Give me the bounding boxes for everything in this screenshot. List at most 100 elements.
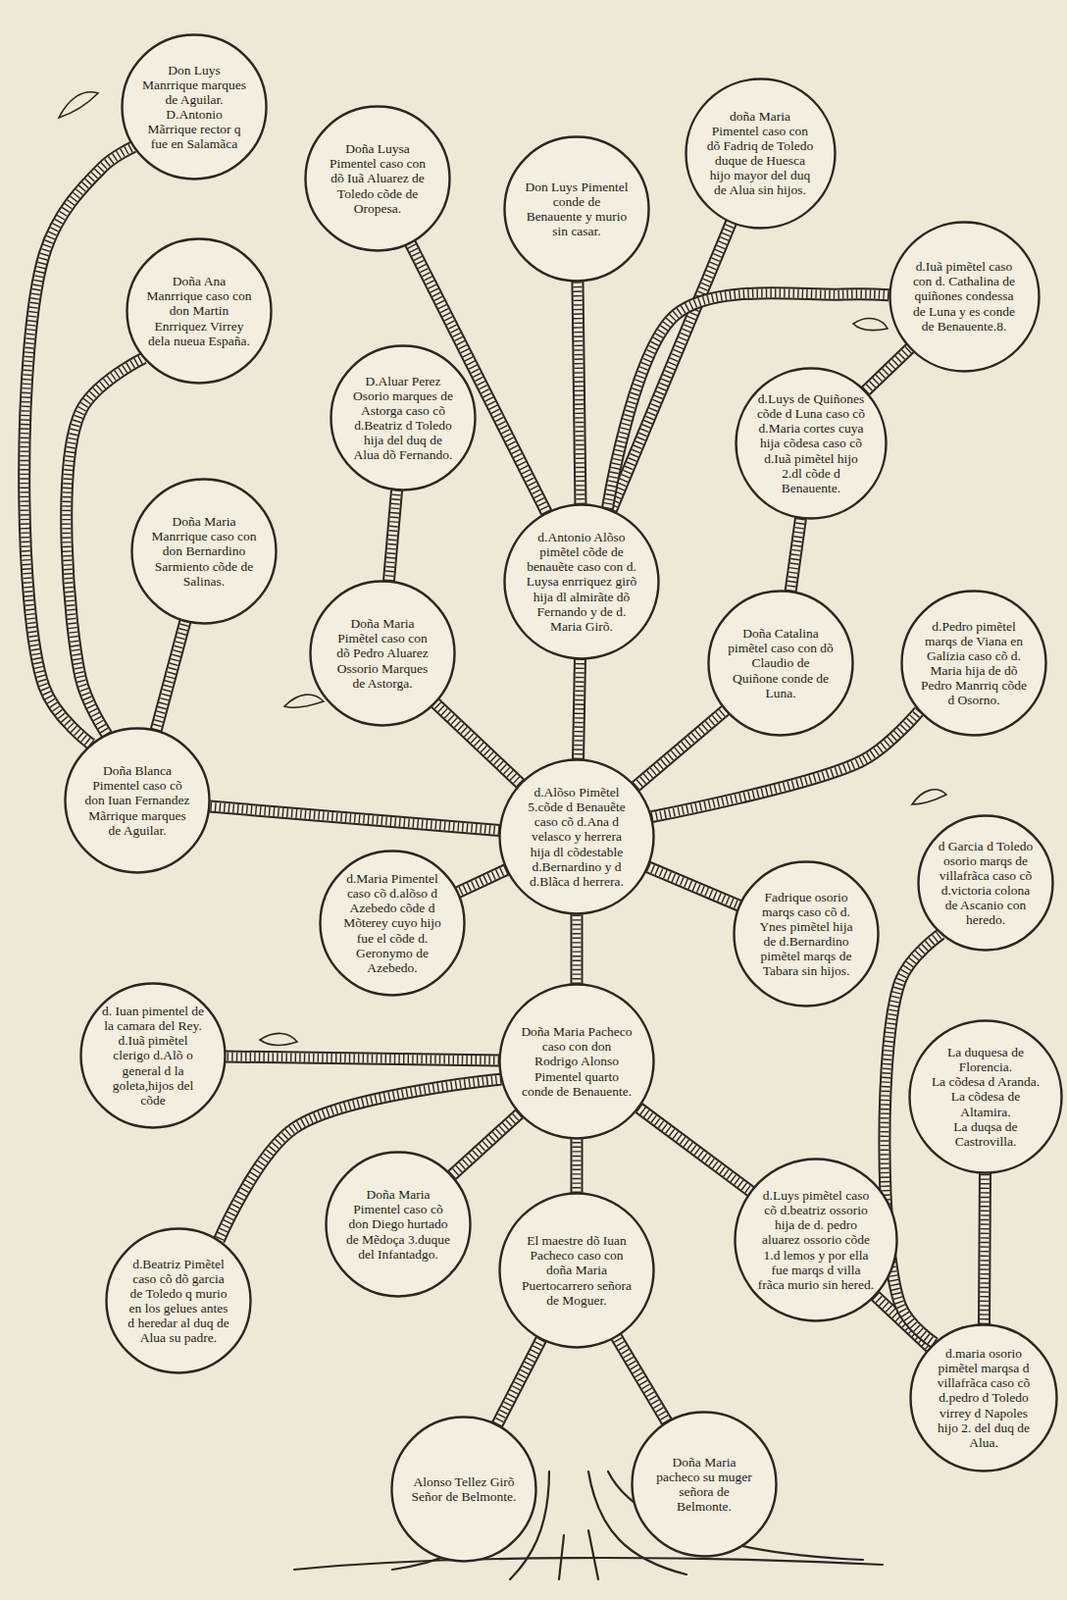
text-holder: Doña Maria Pimentel caso cõ don Diego hu… (345, 1150, 452, 1298)
branch-hatching (572, 914, 582, 984)
circle-outline (500, 1193, 655, 1348)
circle-outline (734, 862, 879, 1007)
branch-hatching (452, 1113, 520, 1175)
text-holder: d.Pedro pimẽtel marqs de Viana en Galizi… (920, 589, 1027, 737)
node-text: d.Beatriz Pimẽtel caso cõ dõ garcia de T… (125, 1256, 232, 1346)
branch-connector (209, 806, 501, 830)
branch-connector (635, 710, 725, 787)
person-circle: d.Beatriz Pimẽtel caso cõ dõ garcia de T… (104, 1226, 253, 1374)
circle-outline (685, 78, 835, 228)
circle-outline (122, 35, 267, 180)
text-holder: Doña Catalina pimẽtel caso con dõ Claudi… (727, 589, 834, 737)
node-text: d Garcia d Toledo osorio marqs de villaf… (936, 838, 1036, 928)
person-circle: Doña Catalina pimẽtel caso con dõ Claudi… (707, 589, 855, 737)
node-text: d.Pedro pimẽtel marqs de Viana en Galizi… (920, 618, 1027, 709)
text-holder: d.maria osorio pimẽtel marqsa d villafrã… (929, 1322, 1037, 1473)
branch-hatching (577, 281, 581, 505)
branch-outline (790, 517, 801, 591)
branch-outline (983, 1172, 985, 1324)
node-text: Doña Maria Pimentel caso cõ don Diego hu… (345, 1186, 452, 1262)
text-holder: Doña Ana Manrrique caso con don Martin E… (146, 237, 253, 385)
person-circle: d.Antonio Alõso pimẽtel cõde de benauẽte… (503, 503, 661, 661)
person-circle: Doña Ana Manrrique caso con don Martin E… (125, 237, 273, 385)
branch-connector (615, 1336, 667, 1423)
person-circle: d. Iuan pimentel de la camara del Rey. d… (79, 981, 227, 1129)
branch-connector (638, 1107, 751, 1191)
branch-hatching (497, 1338, 542, 1424)
person-circle: Doña Maria pacheco su muger señora de Be… (630, 1410, 778, 1558)
branch-connector (576, 1138, 578, 1193)
circle-outline (918, 815, 1054, 951)
branch-connector (648, 866, 740, 906)
circle-outline (500, 760, 655, 915)
person-circle: d.Alõso Pimẽtel 5.cõde d Benauẽte caso c… (498, 758, 656, 915)
branch-hatching (209, 806, 501, 830)
node-text: La duquesa de Florencia. (929, 1044, 1042, 1074)
branch-outline (457, 868, 507, 892)
branch-connector (983, 1172, 985, 1324)
branch-outline (615, 1336, 667, 1423)
leaf (58, 92, 99, 118)
circle-outline (505, 137, 650, 282)
branch-outline (209, 806, 501, 830)
branch-body (435, 703, 521, 784)
node-text: d.Maria Pimentel caso cõ d.alõso d Azebe… (339, 870, 446, 975)
branch-connector (435, 703, 521, 784)
branch-outline (388, 490, 397, 582)
branch-body (635, 710, 725, 787)
branch-body (225, 1056, 500, 1061)
person-circle: Fadrique osorio marqs caso cõ d. Ynes pi… (732, 860, 880, 1008)
node-text: Doña Maria Manrrique caso con don Bernar… (151, 513, 257, 589)
circle-outline (911, 1324, 1058, 1472)
node-text: Don Luys Pimentel conde de Benauente y m… (523, 179, 630, 239)
text-holder: d.Maria Pimentel caso cõ d.alõso d Azebe… (339, 849, 446, 997)
circle-outline (632, 1412, 777, 1557)
node-text: El maestre dõ Iuan Pacheco caso con doña… (519, 1232, 633, 1308)
node-text: D.Antonio Mãrrique rector q fue en Salam… (141, 106, 248, 152)
text-holder: Doña Blanca Pimentel caso cõ don Iuan Fe… (84, 726, 191, 874)
node-text: Doña Catalina pimẽtel caso con dõ Claudi… (727, 625, 834, 701)
branch-body (155, 620, 186, 730)
circle-outline (392, 1417, 537, 1562)
person-circle: Doña Maria Pimentel caso cõ don Diego hu… (324, 1150, 472, 1298)
branch-connector (865, 348, 911, 392)
node-text: d.Alõso Pimẽtel 5.cõde d Benauẽte caso c… (519, 784, 633, 889)
text-holder: d.Luys de Quiñones cõde d Luna caso cõ d… (756, 366, 866, 520)
node-text: d.Luys pimẽtel caso cõ d.beatriz ossorio… (757, 1187, 876, 1292)
branch-hatching (388, 490, 397, 582)
branch-body (638, 1107, 751, 1191)
person-circle: Doña Blanca Pimentel caso cõ don Iuan Fe… (63, 726, 211, 874)
branch-connector (457, 868, 507, 892)
circle-outline (709, 591, 854, 736)
text-holder: La duquesa de Florencia.La cõdesa d Aran… (929, 1018, 1042, 1174)
branch-body (572, 914, 582, 984)
branch-outline (24, 147, 134, 745)
branch-outline (610, 222, 731, 510)
text-holder: Don Luys Manrrique marques de Aguilar.D.… (141, 33, 248, 181)
branch-connector (225, 1056, 500, 1061)
node-text: d.Luys de Quiñones cõde d Luna caso cõ d… (756, 391, 866, 496)
node-text: La cõdesa d Aranda. (931, 1073, 1040, 1089)
branch-connector (155, 620, 186, 730)
text-holder: Doña Maria pacheco su muger señora de Be… (651, 1410, 758, 1558)
circle-outline (305, 106, 451, 252)
branch-hatching (610, 222, 731, 510)
node-text: La cõdesa de Altamira. (929, 1088, 1042, 1118)
text-holder: Doña Maria Pimẽtel caso con dõ Pedro Alu… (329, 579, 436, 727)
person-circle: Doña Luysa Pimentel caso con dõ Iuã Alua… (304, 104, 452, 253)
text-holder: d Garcia d Toledo osorio marqs de villaf… (936, 813, 1036, 952)
text-holder: Doña Maria Pacheco caso con don Rodrigo … (519, 982, 633, 1140)
person-circle: D.Aluar Perez Osorio marques de Astorga … (329, 344, 477, 492)
branch-hatching (578, 659, 581, 760)
circle-outline (310, 581, 456, 726)
person-circle: La duquesa de Florencia.La cõdesa d Aran… (908, 1018, 1064, 1174)
branch-connector (790, 517, 801, 591)
branch-outline (577, 281, 581, 505)
branch-hatching (24, 147, 134, 745)
branch-outline (865, 348, 911, 392)
branch-body (615, 1336, 667, 1423)
branch-connector (388, 490, 397, 582)
branch-body (648, 866, 740, 906)
branch-connector (578, 659, 581, 760)
person-circle: Doña Maria Pimẽtel caso con dõ Pedro Alu… (308, 579, 457, 727)
